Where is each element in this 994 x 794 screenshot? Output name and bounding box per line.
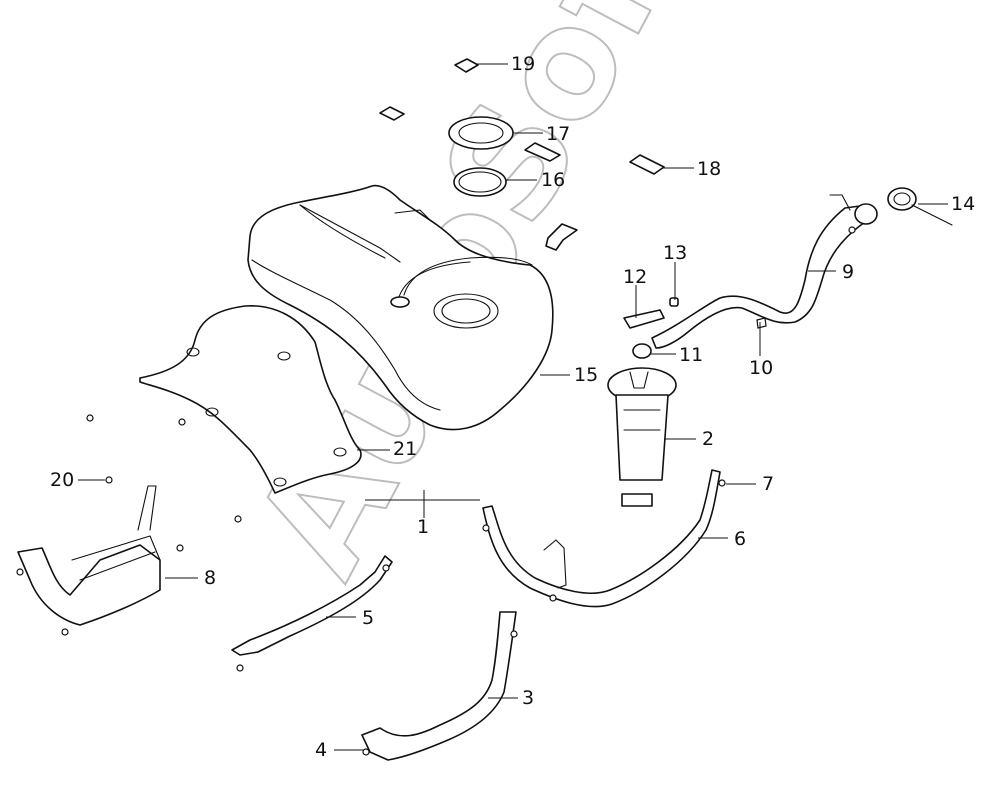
part-8-canister	[17, 485, 161, 626]
callout-14: 14	[951, 193, 975, 215]
part-2-fuel-pump-module	[607, 367, 677, 507]
part-14-fuel-cap	[887, 187, 953, 226]
callout-10: 10	[749, 357, 773, 379]
callout-8: 8	[204, 567, 216, 589]
callout-16: 16	[541, 169, 565, 191]
part-17-lock-ring	[448, 116, 514, 150]
callout-9: 9	[842, 261, 854, 283]
part-18-pad	[629, 154, 665, 175]
part-10-clip	[756, 317, 767, 329]
part-16-seal-ring	[453, 167, 507, 197]
callout-6: 6	[734, 528, 746, 550]
part-pad-near-17	[524, 142, 561, 162]
callout-12: 12	[623, 266, 647, 288]
callout-21: 21	[393, 438, 417, 460]
part-12-connector	[623, 309, 665, 329]
part-5-tank-strap	[231, 555, 393, 656]
part-9-filler-neck	[651, 194, 878, 349]
callout-3: 3	[522, 687, 534, 709]
callout-20: 20	[50, 469, 74, 491]
part-13-clip	[669, 297, 679, 307]
part-19-pad	[454, 58, 479, 73]
callout-15: 15	[574, 364, 598, 386]
callout-19: 19	[511, 53, 535, 75]
part-11-hose-clamp	[632, 343, 652, 359]
part-6-bracket	[543, 539, 567, 589]
part-strap-piece	[545, 223, 578, 251]
leader-lines	[78, 63, 948, 751]
callout-13: 13	[663, 242, 687, 264]
callout-17: 17	[546, 123, 570, 145]
callout-labels: 19 17 16 18 14 9 13 12 11 10 15 2 21 7 2…	[50, 53, 975, 761]
bolts	[16, 226, 856, 756]
part-3-tank-strap	[361, 611, 517, 761]
callout-7: 7	[762, 473, 774, 495]
heat-shield-mount-holes	[186, 347, 347, 487]
callout-5: 5	[362, 607, 374, 629]
callout-18: 18	[697, 158, 721, 180]
part-pad-small	[379, 106, 405, 121]
callout-11: 11	[679, 344, 703, 366]
part-1-fuel-tank	[247, 184, 554, 431]
part-6-tank-strap	[482, 469, 721, 608]
callout-4: 4	[315, 739, 327, 761]
callout-1: 1	[417, 516, 429, 538]
callout-2: 2	[702, 428, 714, 450]
